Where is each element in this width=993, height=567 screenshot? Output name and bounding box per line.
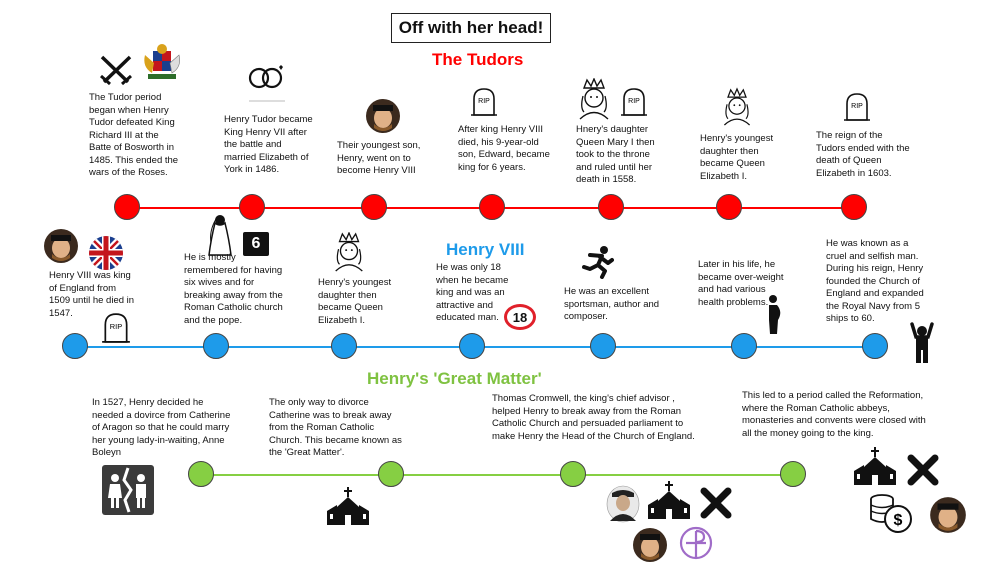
tudor-event-text: Their youngest son, Henry, went on to be… xyxy=(337,140,421,176)
wedding-rings-icon xyxy=(245,64,289,104)
church-icon xyxy=(646,481,692,521)
tudor-event-text: Henry's youngest daughter then became Qu… xyxy=(700,133,774,182)
tudor-event-text: Henry Tudor became King Henry VII after … xyxy=(224,114,313,175)
henry-heading: Henry VIII xyxy=(446,240,525,259)
timeline-dot[interactable] xyxy=(378,461,404,487)
henry-event-text: He was only 18 when he became king and w… xyxy=(436,262,509,323)
timeline-dot[interactable] xyxy=(62,333,88,359)
tudor-event-text: The Tudor period began when Henry Tudor … xyxy=(89,92,179,178)
timeline-dot[interactable] xyxy=(203,333,229,359)
matter-event-text: This led to a period called the Reformat… xyxy=(742,390,926,439)
chi-rho-icon xyxy=(678,525,714,561)
henry-event-text: He was known as a cruel and selfish man.… xyxy=(826,238,924,324)
svg-text:RIP: RIP xyxy=(851,103,863,110)
svg-text:RIP: RIP xyxy=(110,322,122,331)
church-icon xyxy=(852,447,898,487)
age-18-badge: 18 xyxy=(504,304,536,330)
page-title: Off with her head! xyxy=(391,13,551,43)
henry-portrait-icon xyxy=(41,228,81,264)
great-matter-heading: Henry's 'Great Matter' xyxy=(367,369,542,388)
matter-event-text: Thomas Cromwell, the king's chief adviso… xyxy=(492,393,695,442)
tudor-event-text: Hnery's daughter Queen Mary I then took … xyxy=(576,124,655,185)
gravestone-icon: RIP xyxy=(99,312,133,344)
cross-x-icon xyxy=(907,454,939,486)
henry-event-text: Henry VIII was king of England from 1509… xyxy=(49,270,135,319)
henry-portrait-icon xyxy=(363,98,403,134)
gravestone-icon: RIP xyxy=(620,87,648,117)
timeline-dot[interactable] xyxy=(560,461,586,487)
pregnant-figure-icon xyxy=(766,294,784,336)
henry-event-text: Henry's youngest daughter then became Qu… xyxy=(318,277,392,326)
union-jack-icon xyxy=(88,235,124,271)
timeline-dot[interactable] xyxy=(731,333,757,359)
cross-x-icon xyxy=(700,487,732,519)
timeline-dot[interactable] xyxy=(114,194,140,220)
matter-event-text: In 1527, Henry decided he needed a dovir… xyxy=(92,397,231,458)
great-matter-timeline xyxy=(201,474,793,476)
timeline-dot[interactable] xyxy=(188,461,214,487)
timeline-dot[interactable] xyxy=(361,194,387,220)
timeline-dot[interactable] xyxy=(479,194,505,220)
matter-event-text: The only way to divorce Catherine was to… xyxy=(269,397,402,458)
tudors-heading: The Tudors xyxy=(432,50,524,69)
timeline-dot[interactable] xyxy=(841,194,867,220)
money-icon: $ xyxy=(868,491,914,535)
henry-event-text: He was an excellent sportsman, author an… xyxy=(564,286,660,322)
timeline-dot[interactable] xyxy=(716,194,742,220)
queen-icon xyxy=(574,78,614,120)
svg-text:RIP: RIP xyxy=(628,98,640,105)
gravestone-icon: RIP xyxy=(470,87,498,117)
gravestone-icon: RIP xyxy=(843,92,871,122)
henry-portrait-icon xyxy=(927,496,969,534)
timeline-dot[interactable] xyxy=(590,333,616,359)
divorce-icon xyxy=(101,464,155,516)
bride-icon xyxy=(207,213,233,257)
crossed-swords-icon xyxy=(98,54,134,86)
church-icon xyxy=(325,487,371,527)
tudor-event-text: After king Henry VIII died, his 9-year-o… xyxy=(458,124,550,173)
six-badge: 6 xyxy=(243,232,269,256)
runner-icon xyxy=(580,245,614,279)
timeline-dot[interactable] xyxy=(862,333,888,359)
svg-text:$: $ xyxy=(894,512,903,529)
queen-icon xyxy=(719,87,755,127)
cromwell-portrait-icon xyxy=(606,485,640,523)
timeline-dot[interactable] xyxy=(331,333,357,359)
timeline-dot[interactable] xyxy=(598,194,624,220)
henry-event-text: He is mostly remembered for having six w… xyxy=(184,252,283,326)
henry-event-text: Later in his life, he became over-weight… xyxy=(698,259,784,308)
royal-coat-of-arms-icon xyxy=(140,43,184,85)
timeline-dot[interactable] xyxy=(239,194,265,220)
tudor-event-text: The reign of the Tudors ended with the d… xyxy=(816,130,910,179)
timeline-dot[interactable] xyxy=(459,333,485,359)
queen-icon xyxy=(330,232,368,272)
svg-text:RIP: RIP xyxy=(478,98,490,105)
angry-figure-icon xyxy=(908,322,936,364)
timeline-dot[interactable] xyxy=(780,461,806,487)
henry-portrait-icon xyxy=(630,526,670,564)
